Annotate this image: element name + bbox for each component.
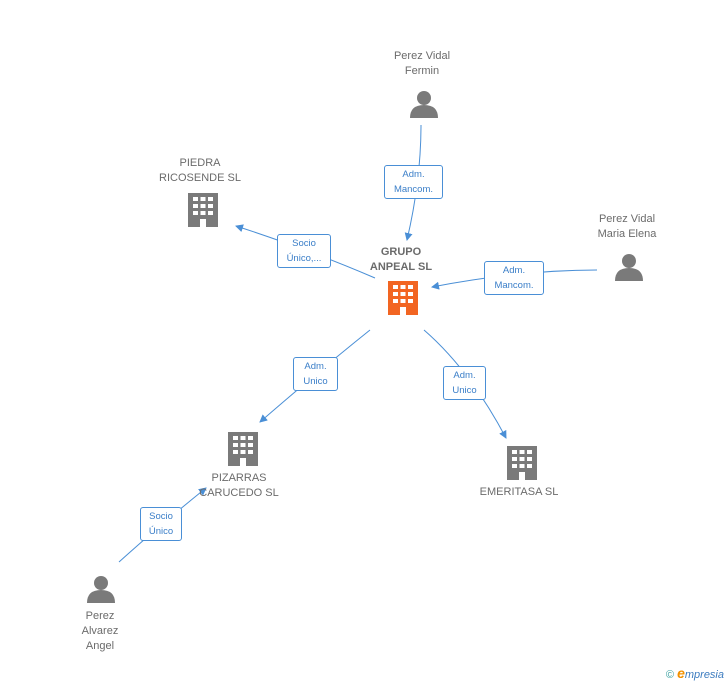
brand-logo-text: mpresia	[684, 669, 724, 681]
brand-logo-e: e	[677, 665, 685, 681]
building-icon-grupo[interactable]	[388, 281, 418, 315]
relation-badge-fermin-grupo[interactable]: Adm. Mancom.	[384, 165, 443, 199]
building-icon-piedra[interactable]	[188, 193, 218, 227]
relation-badge-angel-pizarras[interactable]: Socio Único	[140, 507, 182, 541]
label-emeritasa[interactable]: EMERITASA SL	[479, 486, 559, 498]
person-icon-angel[interactable]	[87, 576, 115, 603]
person-icon-fermin[interactable]	[410, 91, 438, 118]
building-icon-pizarras[interactable]	[228, 432, 258, 466]
label-elena[interactable]: Perez Vidal Maria Elena	[597, 213, 657, 240]
brand-footer: © empresia	[666, 665, 724, 681]
person-icon-elena[interactable]	[615, 254, 643, 281]
building-icon-emeritasa[interactable]	[507, 446, 537, 480]
label-fermin[interactable]: Perez Vidal Fermin	[393, 50, 451, 77]
relation-badge-grupo-emeritasa[interactable]: Adm. Unico	[443, 366, 486, 400]
label-angel[interactable]: Perez Alvarez Angel	[81, 610, 119, 652]
label-grupo[interactable]: GRUPO ANPEAL SL	[369, 246, 433, 273]
copyright-symbol: ©	[665, 669, 675, 681]
relation-badge-elena-grupo[interactable]: Adm. Mancom.	[484, 261, 544, 295]
label-piedra[interactable]: PIEDRA RICOSENDE SL	[159, 157, 241, 184]
label-pizarras[interactable]: PIZARRAS CARUCEDO SL	[199, 472, 279, 499]
relation-badge-grupo-piedra[interactable]: Socio Único,...	[277, 234, 331, 268]
relation-badge-grupo-pizarras[interactable]: Adm. Unico	[293, 357, 338, 391]
